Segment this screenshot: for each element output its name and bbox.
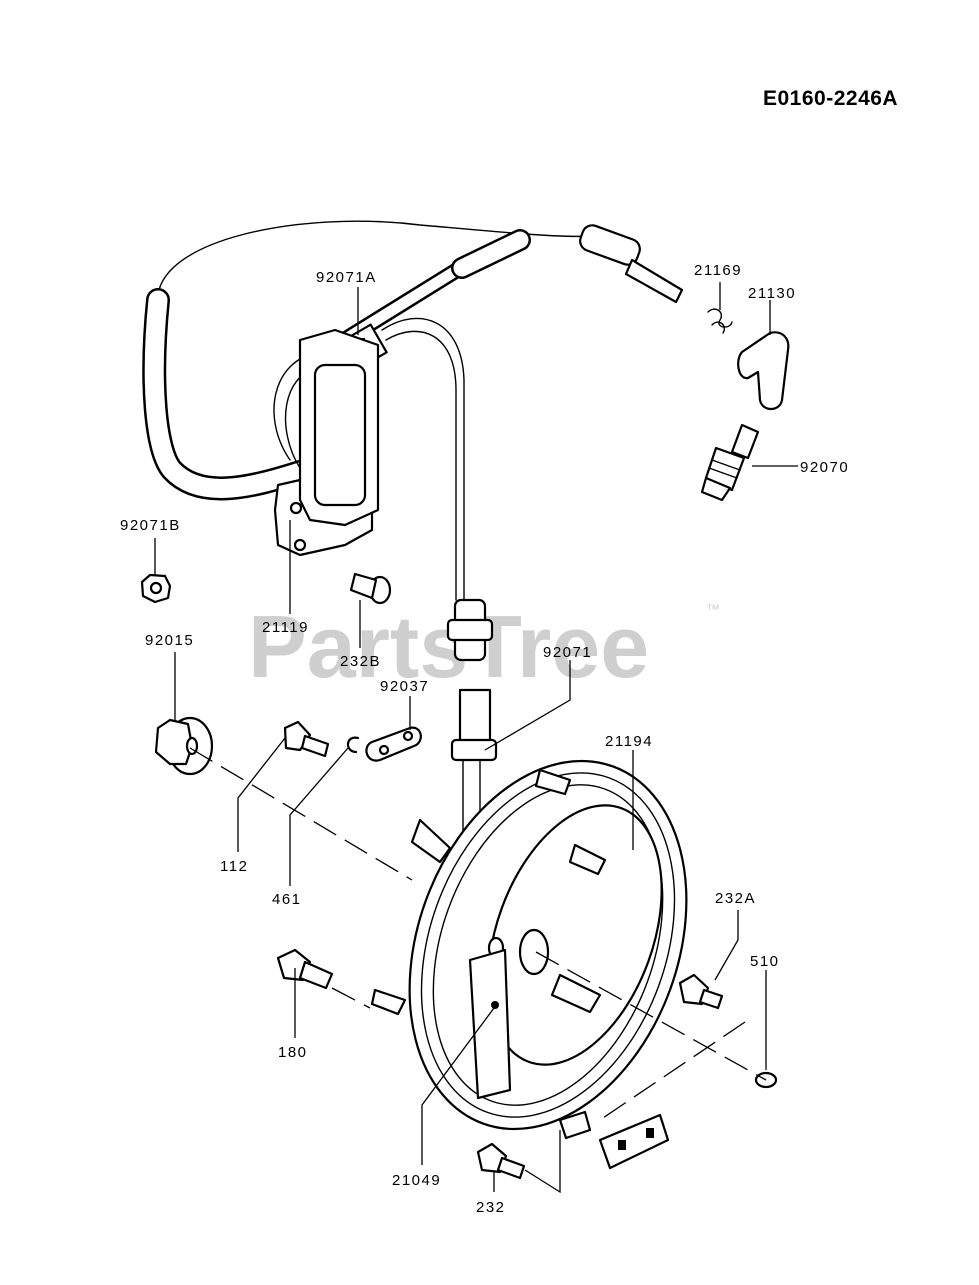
leader-lines: [154, 282, 798, 1194]
label-92071b: 92071B: [120, 517, 181, 534]
lead-cap-end: [579, 224, 684, 304]
label-21130: 21130: [748, 285, 796, 302]
label-92071: 92071: [543, 644, 592, 661]
diagram-code: E0160-2246A: [763, 87, 898, 110]
label-92015: 92015: [145, 632, 194, 649]
bolt-232: [476, 1142, 526, 1180]
spark-plug-92070: [700, 423, 760, 502]
part-labels: 21169 21130 92071A 92070 92071B 21119 23…: [120, 262, 849, 1216]
pickup-21049: [468, 948, 512, 1100]
grommet-92071: [446, 598, 498, 762]
label-232b: 232B: [340, 653, 381, 670]
label-92037: 92037: [380, 678, 429, 695]
watermark-text: PartsTree: [248, 597, 649, 696]
nut-92071b: [140, 573, 172, 604]
ignition-coil-21119: [273, 328, 380, 557]
label-21169: 21169: [694, 262, 742, 279]
label-21194: 21194: [605, 733, 653, 750]
label-21119: 21119: [262, 619, 309, 636]
screw-232b: [349, 572, 392, 605]
label-232: 232: [476, 1199, 506, 1216]
label-21049: 21049: [392, 1172, 441, 1189]
bolt-112: [283, 720, 330, 758]
label-92071a: 92071A: [316, 269, 377, 286]
washer-461: [346, 736, 360, 754]
plug-cap-21130: [737, 331, 790, 411]
flange-nut-92015: [154, 716, 214, 776]
bolt-232a: [678, 973, 724, 1010]
spring-21169: [707, 308, 733, 334]
stator-21194: [370, 759, 688, 1131]
watermark: PartsTree ™: [248, 597, 720, 696]
label-112: 112: [220, 858, 248, 875]
label-510: 510: [750, 953, 780, 970]
plate-92037: [365, 726, 422, 762]
label-180: 180: [278, 1044, 308, 1061]
watermark-trademark: ™: [706, 601, 720, 617]
high-tension-lead-arc: [157, 220, 591, 306]
label-461: 461: [272, 891, 302, 908]
label-92070: 92070: [800, 459, 849, 476]
bolt-180: [276, 948, 334, 990]
stator-connector: [558, 1110, 670, 1170]
label-232a: 232A: [715, 890, 756, 907]
